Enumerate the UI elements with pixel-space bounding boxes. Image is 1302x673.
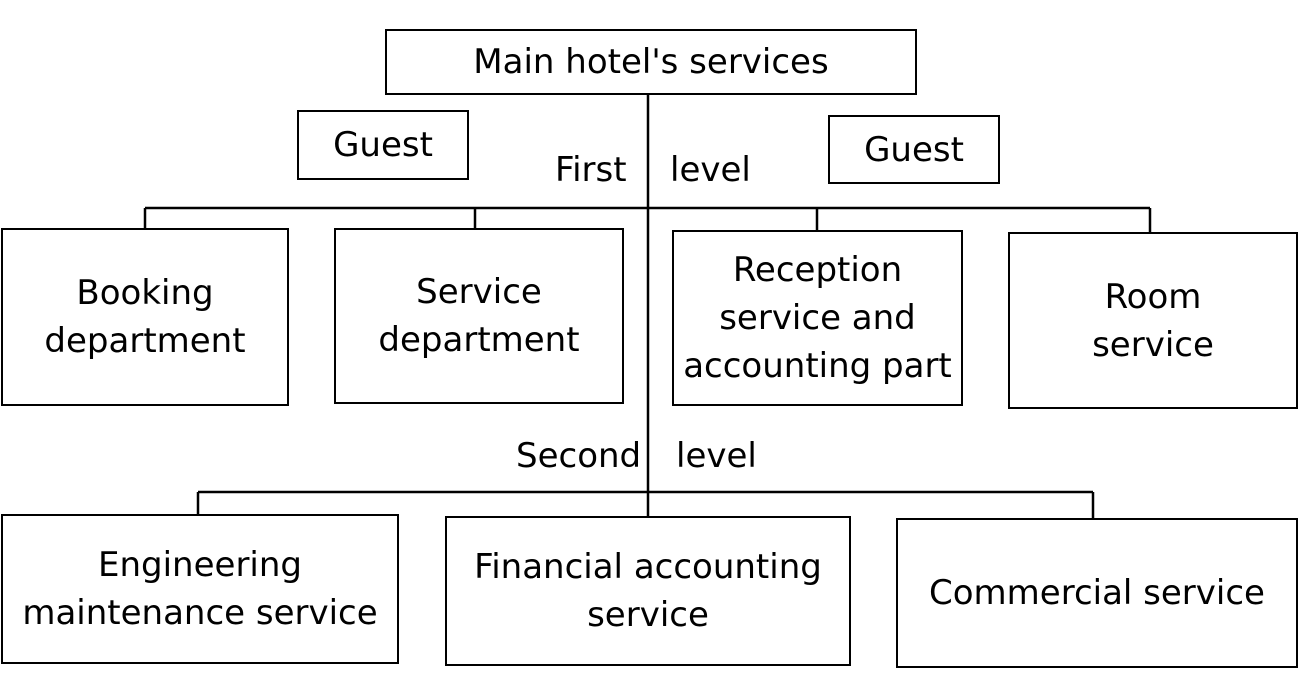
booking-department-box: Booking department — [1, 228, 289, 406]
commercial-service-label: Commercial service — [929, 573, 1265, 613]
room-service-box: Room service — [1008, 232, 1298, 409]
service-department-label: Service department — [378, 272, 580, 360]
second-level-word-level: level — [676, 436, 757, 476]
second-level-word: Second — [516, 436, 642, 476]
first-level-word: First — [555, 150, 627, 190]
main-services-box: Main hotel's services — [385, 29, 917, 95]
main-services-label: Main hotel's services — [473, 42, 829, 82]
reception-service-label: Reception service and accounting part — [683, 250, 952, 386]
booking-department-label: Booking department — [44, 273, 246, 361]
guest-label-right: Guest — [864, 129, 964, 170]
room-service-label: Room service — [1092, 276, 1214, 365]
guest-label-left: Guest — [333, 125, 433, 165]
engineering-maintenance-box: Engineering maintenance service — [1, 514, 399, 664]
engineering-maintenance-label: Engineering maintenance service — [22, 545, 378, 633]
reception-service-box: Reception service and accounting part — [672, 230, 963, 406]
guest-box-right: Guest — [828, 115, 1000, 184]
service-department-box: Service department — [334, 228, 624, 404]
financial-accounting-box: Financial accounting service — [445, 516, 851, 666]
financial-accounting-label: Financial accounting service — [474, 547, 822, 635]
guest-box-left: Guest — [297, 110, 469, 180]
first-level-word-level: level — [670, 150, 751, 190]
commercial-service-box: Commercial service — [896, 518, 1298, 668]
